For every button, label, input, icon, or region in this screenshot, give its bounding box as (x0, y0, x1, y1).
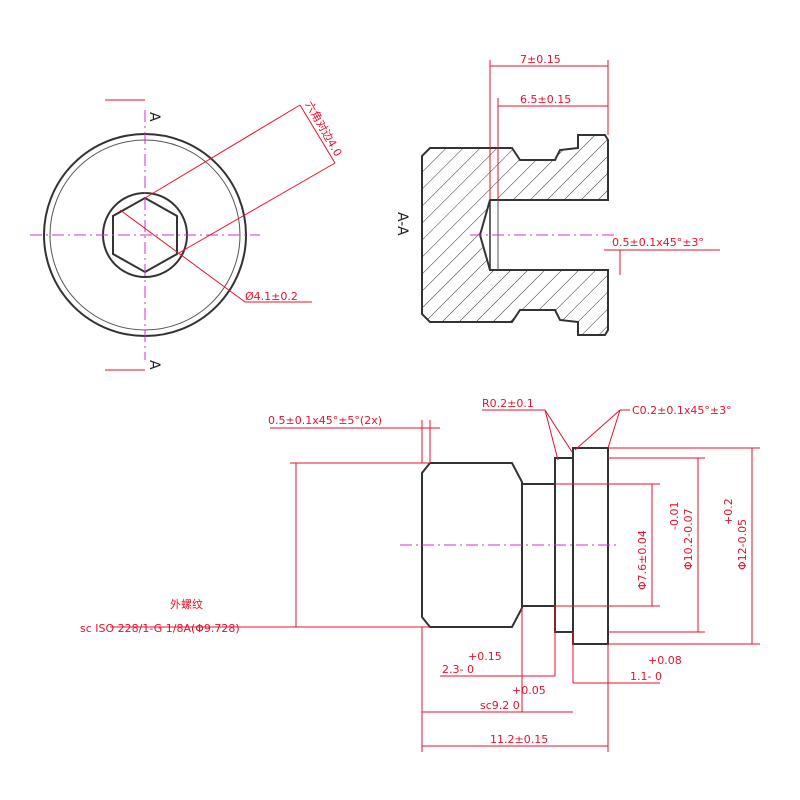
chamfer-right-label: C0.2±0.1x45°±3° (632, 404, 732, 417)
neck-length-label: 2.3- 0 (442, 663, 474, 676)
neck-length-tolerance: +0.15 (468, 650, 502, 663)
section-mark-top: A (146, 112, 162, 122)
section-mark-bottom: A (146, 360, 162, 370)
front-view: A A 六角对边4.0 Ø4.1±0.2 (30, 99, 345, 371)
flange-length-tolerance: +0.08 (648, 654, 682, 667)
section-title: A-A (394, 212, 410, 236)
total-length-label: 11.2±0.15 (490, 733, 548, 746)
flange (572, 447, 609, 645)
thread-title: 外螺纹 (170, 597, 203, 611)
thread-length-tolerance: +0.05 (512, 684, 546, 697)
flange-length-label: 1.1- 0 (630, 670, 662, 683)
flange-diameter-tolerance: +0.2 (722, 498, 735, 525)
flange-diameter-label: Φ12-0.05 (736, 519, 749, 570)
chamfer-left-label: 0.5±0.1x45°±5°(2x) (268, 414, 382, 427)
length-total-label: 7±0.15 (520, 53, 561, 66)
bore-chamfer-label: 0.5±0.1x45°±3° (612, 236, 704, 249)
radius-label: R0.2±0.1 (482, 397, 534, 410)
thread-spec: sc ISO 228/1-G 1/8A(Φ9.728) (80, 622, 240, 635)
length-bore-label: 6.5±0.15 (520, 93, 571, 106)
section-body (421, 134, 609, 336)
hole-diameter-label: Ø4.1±0.2 (245, 290, 298, 303)
side-view: 0.5±0.1x45°±5°(2x) R0.2±0.1 C0.2±0.1x45°… (80, 397, 760, 752)
groove-diameter-tolerance: -0.01 (668, 502, 681, 530)
thread-cylinder (421, 462, 523, 628)
thread-length-label: sc9.2 0 (480, 699, 520, 712)
hex-across-flats-label: 六角对边4.0 (302, 99, 345, 159)
section-view: A-A 7±0.15 6.5±0.15 0.5±0.1x45°±3° (394, 53, 720, 336)
groove-diameter-label: Φ10.2-0.07 (682, 508, 695, 570)
neck-diameter-label: Φ7.6±0.04 (636, 530, 649, 590)
